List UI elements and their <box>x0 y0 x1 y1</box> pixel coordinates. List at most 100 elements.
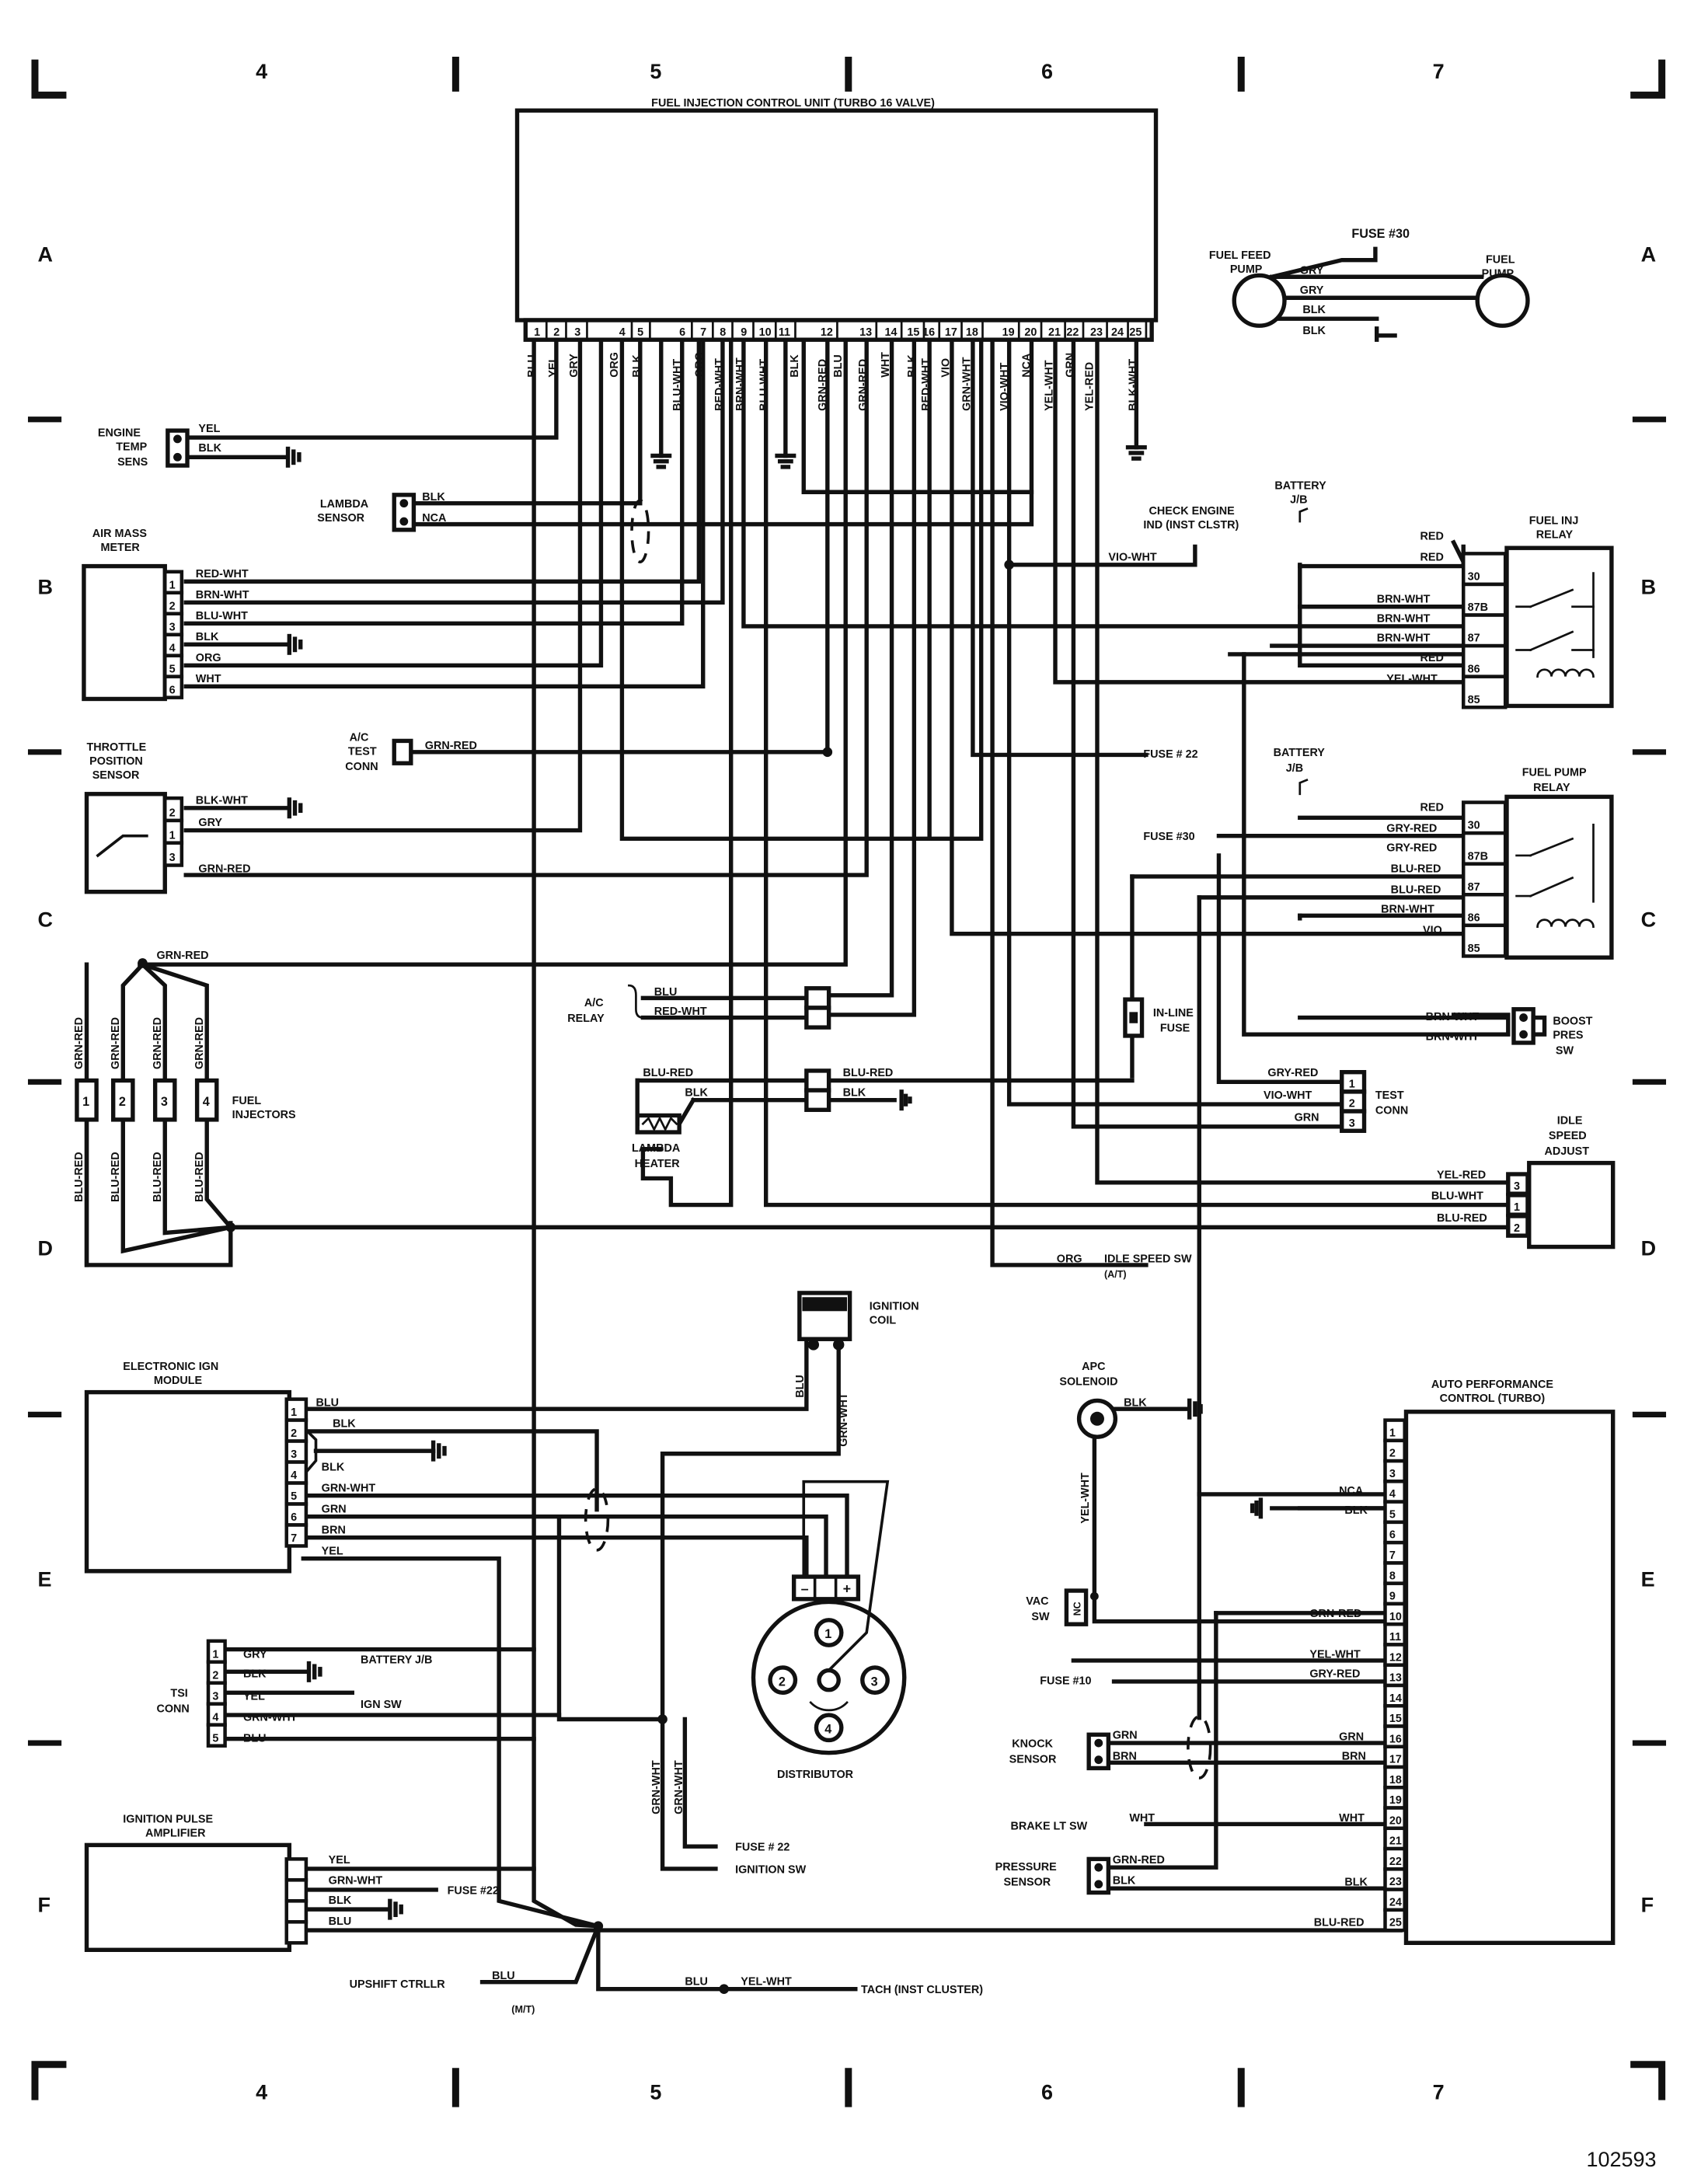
wire-label: BLU-WHT <box>196 610 248 622</box>
wire-label: GRN-RED <box>425 740 477 752</box>
wire-label: BLU-RED <box>643 1067 693 1079</box>
wire-label: GRY-RED <box>1386 822 1437 835</box>
battery-label: BATTERY <box>1274 480 1326 493</box>
injector-wire-bottom: BLU-RED <box>152 1152 164 1202</box>
grid-col-label: 5 <box>650 2081 661 2104</box>
amp-label: AMPLIFIER <box>145 1828 206 1840</box>
engine-temp-label: SENS <box>117 456 148 469</box>
ign-module-label: ELECTRONIC IGN <box>123 1361 218 1373</box>
vac-switch: NC VAC SW <box>1026 1588 1099 1626</box>
ecu-pin-number: 17 <box>945 326 957 339</box>
ecu-wire-color: VIO <box>939 358 952 378</box>
ecu-wire-color: WHT <box>880 352 892 378</box>
ecu-pin-number: 8 <box>720 326 726 339</box>
boost-pressure-switch: BRN-WHT BRN-WHT BOOST PRES SW <box>1426 1007 1593 1057</box>
ground-symbols <box>285 445 1203 1920</box>
wire-label: GRN-RED <box>156 950 208 962</box>
ecu-wire-color: GRY <box>568 354 580 378</box>
grn-wht-riser: GRN-WHT GRN-WHT FUSE # 22 IGNITION SW <box>650 1714 807 1876</box>
ecu-wire-color: YEL-RED <box>1084 362 1096 411</box>
wire-label: BLK <box>1344 1504 1368 1517</box>
engine-temp-label: ENGINE <box>98 427 141 439</box>
injector-number: 1 <box>82 1095 89 1109</box>
injector-wire-bottom: BLU-RED <box>73 1152 85 1202</box>
fuel-inj-relay-label: RELAY <box>1536 529 1574 542</box>
connector-pin: 3 <box>169 621 176 633</box>
wire-label: GRY-RED <box>1309 1668 1360 1681</box>
wire-label: BLK <box>322 1461 345 1473</box>
ecu-pin-number: 24 <box>1111 326 1124 339</box>
boost-label: PRES <box>1553 1030 1584 1042</box>
ecu-pin-number: 10 <box>759 326 772 339</box>
wire-label: BLU-RED <box>843 1067 894 1079</box>
test-conn-label: CONN <box>1375 1105 1408 1117</box>
fuel-injectors: 1GRN-REDBLU-RED2GRN-REDBLU-RED3GRN-REDBL… <box>73 950 536 1267</box>
apc-inputs: FUSE #10 KNOCK SENSOR GRN BRN BRAKE LT S… <box>995 1675 1165 1895</box>
connector-pin: 4 <box>212 1711 218 1724</box>
ecu-wire-color: BLU <box>832 354 845 378</box>
wire-network <box>138 246 1511 1992</box>
grid-col-label: 7 <box>1433 60 1445 83</box>
wire-label: BLK <box>196 631 219 643</box>
injector-wire-top: GRN-RED <box>110 1017 122 1069</box>
throttle-pins: 213 <box>162 796 184 867</box>
wire-label: BRN-WHT <box>1426 1011 1480 1023</box>
connector-pin: 12 <box>1389 1651 1402 1664</box>
connector-pin: 24 <box>1389 1896 1402 1908</box>
ecu-pin-number: 1 <box>534 326 540 339</box>
ecu-title: FUEL INJECTION CONTROL UNIT (TURBO 16 VA… <box>651 97 935 110</box>
pin: 4 <box>824 1722 831 1736</box>
wire-label: BLU-RED <box>1391 884 1441 896</box>
connector-pin: 17 <box>1389 1754 1402 1766</box>
pin: 3 <box>1514 1180 1520 1193</box>
connector-pin: 1 <box>169 579 176 591</box>
wire-label: BRN-WHT <box>1426 1030 1480 1043</box>
wire-label: BLU-RED <box>1437 1212 1487 1225</box>
fuel-feed-pump-label: PUMP <box>1230 263 1263 276</box>
throttle-label: THROTTLE <box>87 741 147 754</box>
lambda-heater: BLU-RED BLK BLU-RED BLK LAMBDA HEATER <box>632 1067 912 1170</box>
ground-icon <box>775 453 796 469</box>
ecu-pin-number: 16 <box>922 326 935 339</box>
ground-icon <box>650 453 672 469</box>
grid-col-label: 4 <box>256 60 267 83</box>
grid-row-label: D <box>38 1236 53 1260</box>
connector-pin: 4 <box>169 642 176 654</box>
connector-pin: 1 <box>291 1406 297 1419</box>
wire-label: GRN <box>1295 1112 1319 1124</box>
connector-pin: 87B <box>1468 601 1488 614</box>
upshift-label: UPSHIFT CTRLLR <box>350 1978 446 1991</box>
ecu-pin-number: 19 <box>1002 326 1015 339</box>
idle-sw-label: (A/T) <box>1104 1269 1127 1280</box>
apc-label: SOLENOID <box>1059 1376 1117 1389</box>
grid-col-label: 7 <box>1433 2081 1445 2104</box>
grid-col-label: 4 <box>256 2081 267 2104</box>
injector-number: 3 <box>161 1095 168 1109</box>
connector-pin: 4 <box>1389 1488 1396 1501</box>
injector-wire-top: GRN-RED <box>152 1017 164 1069</box>
injector-wire-top: GRN-RED <box>73 1017 85 1069</box>
connector-pin: 85 <box>1468 943 1480 955</box>
grid-col-label: 6 <box>1041 2081 1053 2104</box>
wire-label: BLK <box>1302 325 1326 337</box>
lambda-heater-label: LAMBDA <box>632 1142 680 1155</box>
inline-fuse: IN-LINE FUSE <box>1123 997 1194 1038</box>
wire-label: BLU <box>794 1375 807 1398</box>
ecu-pin-number: 25 <box>1129 326 1142 339</box>
pin: 2 <box>779 1675 786 1689</box>
wire-label: WHT <box>196 673 221 685</box>
wire-label: BLU <box>492 1970 515 1982</box>
ac-relay-label: A/C <box>584 997 604 1009</box>
ecu-pin-number: 3 <box>574 326 580 339</box>
fuel-feed-pump-label: FUEL FEED <box>1209 249 1271 262</box>
nc-label: NC <box>1072 1602 1082 1616</box>
pin: 1 <box>1349 1078 1355 1090</box>
ecu-pin-number: 6 <box>679 326 685 339</box>
wire-label: YEL <box>198 423 220 435</box>
grid-row-label: F <box>38 1894 51 1917</box>
fuel-pump-relay-label: RELAY <box>1533 782 1570 794</box>
fuel-pump-relay-label: FUEL PUMP <box>1522 766 1587 779</box>
fuel-pump-icon <box>1475 273 1530 328</box>
